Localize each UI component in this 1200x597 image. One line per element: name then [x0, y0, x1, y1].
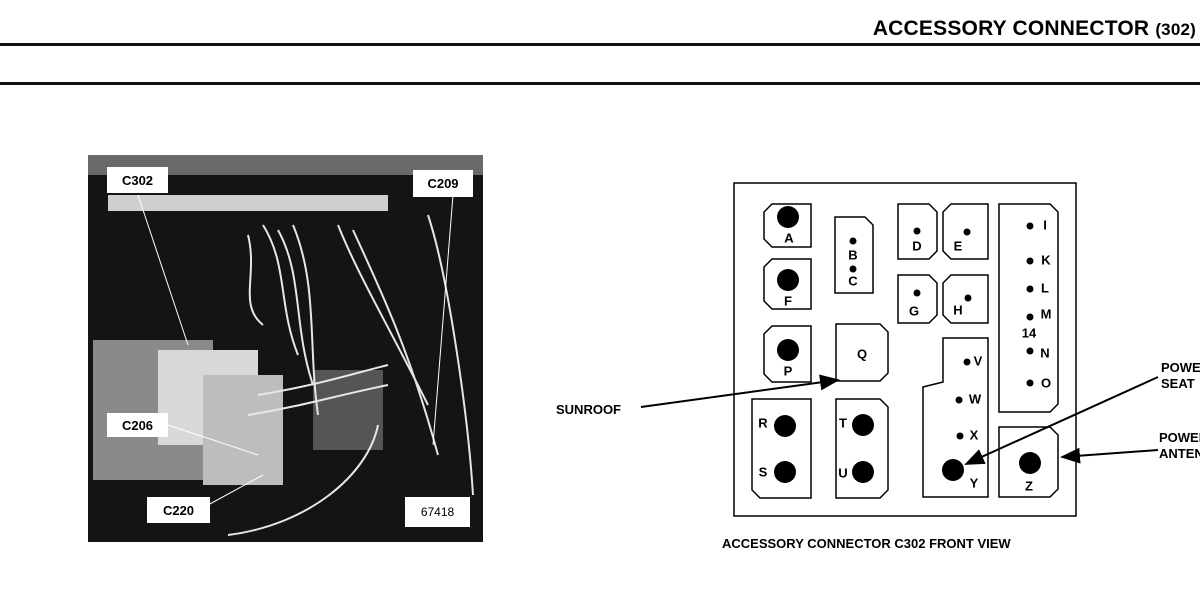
- pin-label-x: X: [970, 427, 979, 442]
- connector-location-photo: C302 C209 C206 C220 67418: [88, 155, 483, 542]
- pin-label-i: I: [1043, 217, 1047, 232]
- pin-label-h: H: [953, 302, 962, 317]
- pin-label-s: S: [759, 464, 768, 479]
- photo-label-c302: C302: [107, 167, 168, 193]
- title-suffix: (302): [1155, 20, 1196, 39]
- power-antenna-callout-line2: ANTENNA: [1159, 446, 1200, 461]
- cavity-bc: [834, 216, 874, 294]
- page-title: ACCESSORY CONNECTOR (302): [873, 17, 1196, 41]
- sunroof-arrow: [640, 374, 840, 408]
- pin-label-k: K: [1041, 252, 1051, 267]
- pin-label-z: Z: [1025, 478, 1033, 493]
- cavity-i-o: [998, 203, 1059, 413]
- pin-label-t: T: [839, 415, 847, 430]
- pin-label-m: M: [1041, 306, 1052, 321]
- pin-label-b: B: [848, 247, 857, 262]
- power-antenna-callout-line1: POWER: [1159, 430, 1200, 445]
- diagram-caption: ACCESSORY CONNECTOR C302 FRONT VIEW: [722, 536, 1011, 551]
- cavity-d: [897, 203, 938, 260]
- pin-label-f: F: [784, 293, 792, 308]
- cavity-f: [763, 258, 812, 310]
- pin-label-a: A: [784, 230, 794, 245]
- pin-label-o: O: [1041, 375, 1051, 390]
- connector-outline: [733, 182, 1077, 517]
- pin-label-d: D: [912, 238, 921, 253]
- pin-label-n: N: [1040, 345, 1049, 360]
- photo-label-c220: C220: [147, 497, 210, 523]
- pin-label-p: P: [784, 363, 793, 378]
- cavity-tu: [835, 398, 889, 499]
- pin-label-g: G: [909, 303, 919, 318]
- photo-label-c209: C209: [413, 170, 473, 197]
- power-seat-arrow: [964, 376, 1159, 465]
- power-seat-callout-line1: POWER: [1161, 360, 1200, 375]
- cavity-g: [897, 274, 938, 324]
- cavity-number: 14: [1022, 325, 1037, 340]
- pin-label-e: E: [954, 238, 963, 253]
- power-seat-callout-line2: SEAT: [1161, 376, 1195, 391]
- cavity-e: [942, 203, 989, 260]
- cavity-a: [763, 203, 812, 248]
- header-rule-bottom: [0, 82, 1200, 85]
- photo-image: [88, 155, 483, 542]
- cavity-h: [942, 274, 989, 324]
- pin-label-w: W: [969, 391, 982, 406]
- pin-label-c: C: [848, 273, 858, 288]
- sunroof-callout: SUNROOF: [556, 402, 621, 417]
- title-text: ACCESSORY CONNECTOR: [872, 17, 1150, 40]
- figure-number: 67418: [405, 497, 470, 527]
- pin-label-l: L: [1041, 280, 1049, 295]
- pin-label-v: V: [974, 353, 983, 368]
- photo-label-c206: C206: [107, 413, 168, 437]
- pin-label-q: Q: [857, 346, 867, 361]
- cavity-v-y: [922, 337, 989, 498]
- pin-label-u: U: [838, 465, 847, 480]
- pin-label-y: Y: [970, 475, 979, 490]
- header-rule-top: [0, 43, 1200, 46]
- pin-label-r: R: [758, 415, 768, 430]
- cavity-p: [763, 325, 812, 383]
- cavity-rs: [751, 398, 812, 499]
- power-antenna-arrow: [1060, 447, 1159, 464]
